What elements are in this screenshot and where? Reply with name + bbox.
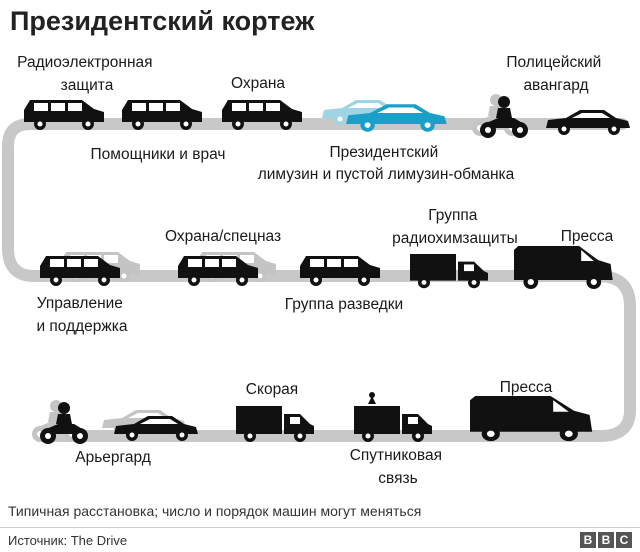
bbc-logo-letter: B: [580, 532, 596, 548]
label-press-2: Пресса: [500, 379, 553, 396]
label-radio-defense: Радиоэлектронная защита: [17, 54, 157, 94]
label-guard: Охрана: [231, 75, 285, 92]
bbc-logo: B B C: [580, 532, 632, 548]
police-sedan: [546, 110, 630, 135]
footnote: Типичная расстановка; число и порядок ма…: [8, 503, 422, 519]
source-credit: Источник: The Drive: [8, 533, 128, 548]
label-police-vanguard: Полицейский авангард: [506, 54, 605, 94]
divider: [0, 527, 640, 528]
press-van-1: [514, 246, 613, 289]
page-title: Президентский кортеж: [10, 6, 315, 36]
label-rearguard: Арьергард: [75, 449, 151, 466]
satcom-truck: [354, 392, 432, 442]
bbc-logo-letter: C: [616, 532, 632, 548]
label-support: Управление и поддержка: [36, 295, 127, 335]
label-satcom: Спутниковая связь: [350, 447, 447, 487]
bbc-logo-letter: B: [598, 532, 614, 548]
convoy-diagram: Радиоэлектронная защита Охрана Полицейск…: [2, 54, 636, 487]
hazmat-truck: [410, 254, 488, 289]
label-ambulance: Скорая: [246, 381, 298, 398]
label-recon: Группа разведки: [285, 296, 403, 313]
label-hazmat: Группа радиохимзащиты: [392, 207, 518, 247]
police-motorcycle: [480, 96, 528, 138]
label-aides: Помощники и врач: [91, 146, 226, 163]
label-swat: Охрана/спецназ: [165, 228, 281, 245]
label-presidential-limo: Президентский лимузин и пустой лимузин-о…: [258, 144, 515, 183]
label-press-1: Пресса: [561, 228, 614, 245]
